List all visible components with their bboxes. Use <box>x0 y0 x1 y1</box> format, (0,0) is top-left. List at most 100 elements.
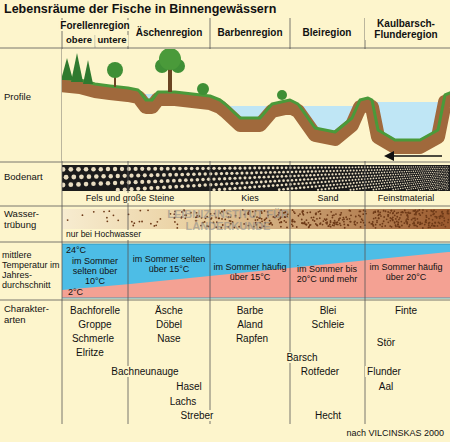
soil-band <box>245 181 248 184</box>
soil-band <box>418 177 419 178</box>
soil-band <box>309 174 311 176</box>
soil-band <box>416 177 417 178</box>
soil-band <box>420 189 421 190</box>
soil-band <box>361 166 363 168</box>
soil-band <box>381 182 383 184</box>
soil-band <box>371 181 373 183</box>
soil-band <box>408 175 409 176</box>
soil-band <box>429 189 430 190</box>
soil-band <box>99 181 104 186</box>
soil-band <box>198 172 202 176</box>
soil-band <box>444 185 445 186</box>
turbidity-band <box>156 221 158 223</box>
turbidity-band <box>406 215 408 217</box>
turbidity-band <box>117 219 119 221</box>
soil-band <box>340 176 342 178</box>
soil-band <box>396 176 398 178</box>
temperature-note: im Sommer häufig über 20°C <box>368 262 444 282</box>
soil-band <box>286 179 289 182</box>
turbidity-band <box>414 219 416 221</box>
soil-band <box>367 172 369 174</box>
turbidity-band <box>434 225 436 227</box>
turbidity-band <box>429 226 431 228</box>
turbidity-band <box>415 214 417 216</box>
turbidity-band <box>422 227 424 229</box>
species-name: Nase <box>155 333 182 344</box>
temperature-scale: 24°C <box>66 245 86 255</box>
soil-band <box>311 170 313 172</box>
turbidity-band <box>139 221 141 223</box>
temperature-band <box>62 298 450 299</box>
soil-band <box>443 185 444 186</box>
soil-band <box>435 173 436 174</box>
turbidity-band <box>441 224 443 226</box>
turbidity-band <box>441 211 443 213</box>
soil-band <box>410 179 411 180</box>
soil-band <box>243 167 246 170</box>
soil-band <box>426 184 427 185</box>
soil-band <box>444 171 445 172</box>
soil-band <box>353 182 355 184</box>
soil-band <box>301 174 303 176</box>
soil-band <box>406 171 407 172</box>
soil-band <box>444 170 445 171</box>
soil-band <box>415 179 416 180</box>
turbidity-band <box>447 222 449 224</box>
turbidity-band <box>305 223 307 225</box>
soil-band <box>390 169 392 171</box>
soil-band <box>374 186 376 188</box>
turbidity-band <box>447 219 449 221</box>
soil-band <box>395 189 397 191</box>
soil-band <box>243 186 246 189</box>
turbidity-band <box>292 225 294 227</box>
soil-band <box>345 166 347 168</box>
soil-band <box>410 171 411 172</box>
title: Lebensräume der Fische in Binnengewässer… <box>4 2 276 16</box>
turbidity-band <box>425 219 427 221</box>
soil-band <box>326 170 328 172</box>
soil-band <box>305 166 307 168</box>
soil-band <box>384 166 386 168</box>
soil-band <box>396 186 398 188</box>
soil-band <box>440 166 441 167</box>
soil-band <box>350 176 352 178</box>
soil-band <box>434 183 435 184</box>
soil-band <box>415 166 416 167</box>
temperature-note: im Sommer selten über 15°C <box>132 254 206 274</box>
soil-band <box>329 170 331 172</box>
soil-band <box>435 188 436 189</box>
soil-band <box>196 167 200 171</box>
turbidity-band <box>430 215 432 217</box>
soil-band <box>362 169 364 171</box>
soil-band <box>340 183 342 185</box>
soil-band <box>299 179 302 182</box>
turbidity-band <box>334 223 336 225</box>
turbidity-band <box>320 213 322 215</box>
soil-band <box>336 177 338 179</box>
soil-band <box>436 186 437 187</box>
soil-band <box>94 174 99 179</box>
soil-band <box>376 186 378 188</box>
soil-band <box>399 181 400 182</box>
soil-band <box>399 166 400 167</box>
soil-band <box>402 187 403 188</box>
soil-band <box>405 187 406 188</box>
soil-band <box>220 183 223 186</box>
soil-band <box>285 175 288 178</box>
soil-band <box>424 188 425 189</box>
soil-band <box>218 177 221 180</box>
soil-band <box>336 170 338 172</box>
turbidity-band <box>378 217 380 219</box>
turbidity-band <box>160 218 162 220</box>
turbidity-band <box>432 214 434 216</box>
turbidity-band <box>383 220 385 222</box>
soil-band <box>404 180 405 181</box>
soil-band <box>250 171 253 174</box>
soil-band <box>413 179 414 180</box>
turbidity-band <box>319 217 321 219</box>
soil-band <box>373 178 375 180</box>
soil-band <box>421 166 422 167</box>
soil-band <box>394 171 396 173</box>
turbidity-band <box>386 218 388 220</box>
soil-band <box>396 171 398 173</box>
